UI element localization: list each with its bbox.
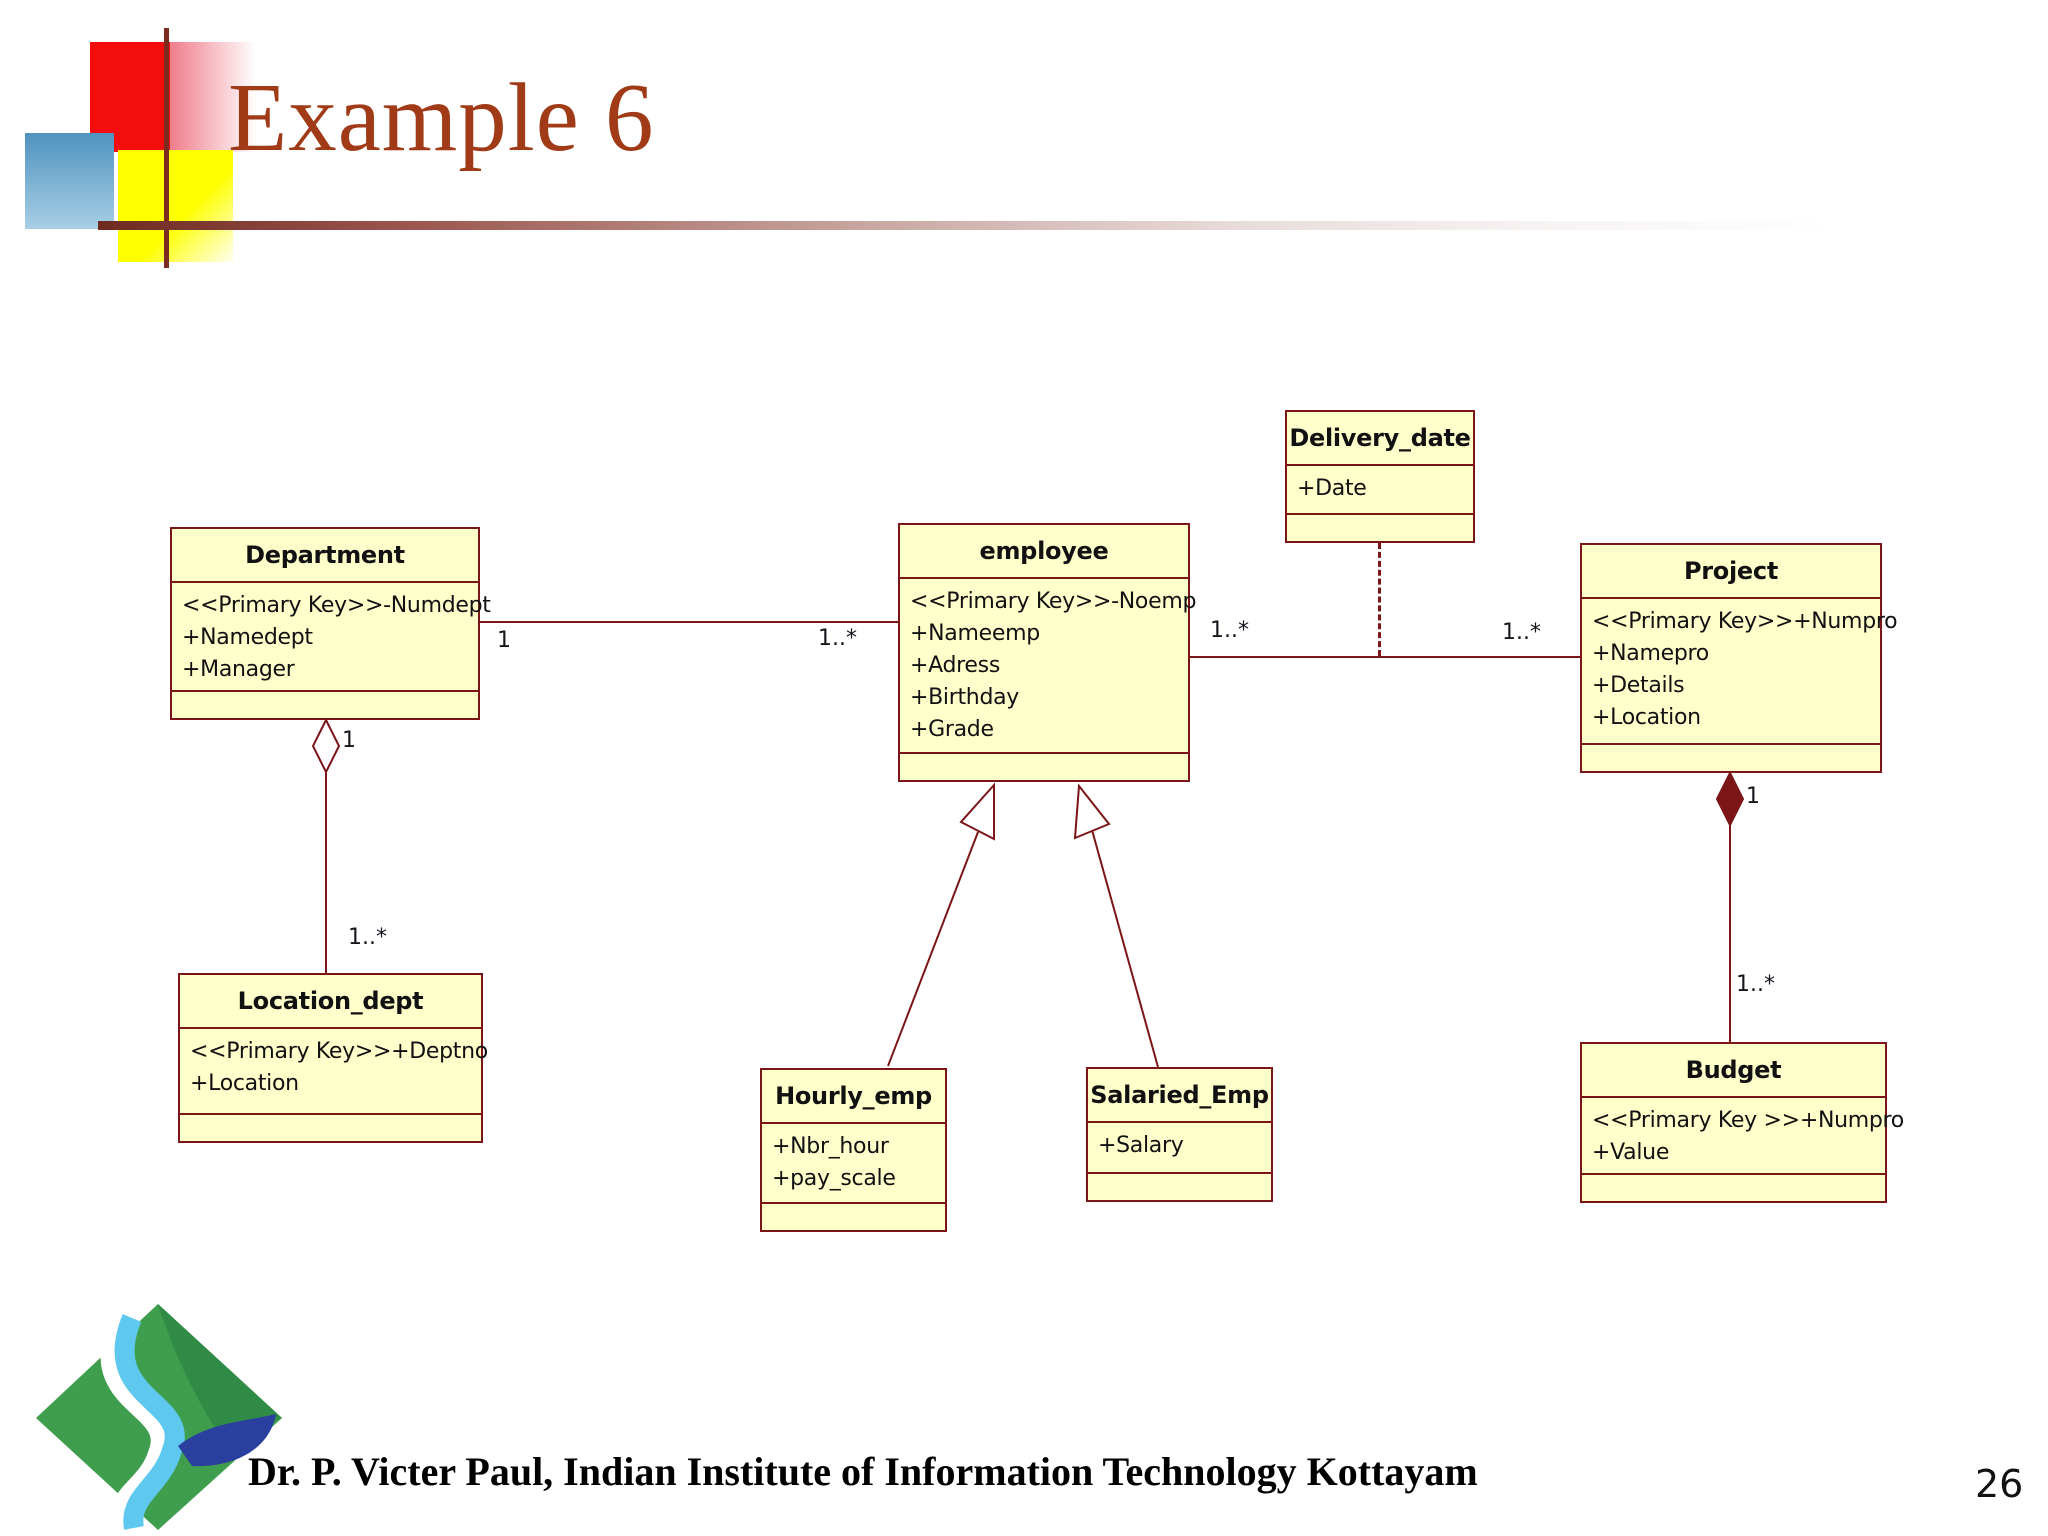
multiplicity-label: 1..* <box>1736 972 1775 997</box>
logo-river-blue <box>114 1314 185 1530</box>
class-title: Budget <box>1582 1044 1885 1098</box>
attribute: +Nameemp <box>910 621 1040 646</box>
multiplicity-label: 1..* <box>348 925 387 950</box>
decor-vertical-line <box>164 28 169 268</box>
multiplicity-label: 1 <box>1746 784 1760 809</box>
class-attributes: +Date <box>1287 466 1473 513</box>
class-methods-empty <box>900 752 1188 780</box>
composition-project-budget <box>1729 823 1731 1042</box>
attribute: +Location <box>190 1071 299 1096</box>
attribute: +Date <box>1297 476 1367 501</box>
class-title: Salaried_Emp <box>1088 1069 1271 1123</box>
attribute: +Grade <box>910 717 994 742</box>
title-underline-bar <box>98 221 1943 230</box>
multiplicity-label: 1 <box>342 728 356 753</box>
attribute: +Details <box>1592 673 1685 698</box>
class-box-salaried-emp: Salaried_Emp +Salary <box>1086 1067 1273 1202</box>
decor-yellow-square <box>118 150 233 262</box>
logo-diamond-shade <box>158 1304 282 1442</box>
footer-credit: Dr. P. Victer Paul, Indian Institute of … <box>248 1449 1478 1494</box>
decor-blue-square <box>25 133 114 229</box>
class-attributes: +Salary <box>1088 1123 1271 1172</box>
page-number: 26 <box>1975 1462 2024 1506</box>
class-box-budget: Budget <<Primary Key >>+Numpro +Value <box>1580 1042 1904 1203</box>
class-attributes: <<Primary Key>>-Numdept +Namedept +Manag… <box>172 583 491 690</box>
class-title: Project <box>1582 545 1880 599</box>
attribute: <<Primary Key>>-Numdept <box>182 593 491 618</box>
aggregation-diamond-icon <box>311 717 341 775</box>
generalization-line-hourly <box>887 831 979 1067</box>
class-attributes: +Nbr_hour +pay_scale <box>762 1124 945 1202</box>
class-box-department: Department <<Primary Key>>-Numdept +Name… <box>170 527 491 720</box>
logo-wave-darkblue <box>178 1414 276 1467</box>
dashed-link-delivery-date <box>1378 543 1381 656</box>
association-department-employee <box>480 621 898 623</box>
attribute: +pay_scale <box>772 1166 896 1191</box>
institute-logo <box>36 1304 282 1530</box>
attribute: +Salary <box>1098 1133 1184 1158</box>
class-title: Department <box>172 529 478 583</box>
multiplicity-label: 1..* <box>1502 620 1541 645</box>
attribute: <<Primary Key>>+Deptno <box>190 1039 488 1064</box>
attribute: <<Primary Key>>+Numpro <box>1592 609 1898 634</box>
logo-river-white <box>100 1319 175 1527</box>
decor-pink-square <box>170 42 256 152</box>
class-title: Hourly_emp <box>762 1070 945 1124</box>
class-methods-empty <box>172 690 478 718</box>
class-box-hourly-emp: Hourly_emp +Nbr_hour +pay_scale <box>760 1068 947 1232</box>
multiplicity-label: 1..* <box>1210 618 1249 643</box>
class-box-location-dept: Location_dept <<Primary Key>>+Deptno +Lo… <box>178 973 488 1143</box>
class-box-project: Project <<Primary Key>>+Numpro +Namepro … <box>1580 543 1898 773</box>
attribute: +Adress <box>910 653 1000 678</box>
generalization-arrow-icon <box>1073 783 1111 840</box>
multiplicity-label: 1..* <box>818 626 857 651</box>
class-attributes: <<Primary Key>>+Deptno +Location <box>180 1029 488 1113</box>
class-methods-empty <box>1582 1173 1885 1201</box>
class-attributes: <<Primary Key>>+Numpro +Namepro +Details… <box>1582 599 1898 743</box>
attribute: +Namedept <box>182 625 313 650</box>
multiplicity-label: 1 <box>497 628 511 653</box>
class-title: Location_dept <box>180 975 481 1029</box>
generalization-arrow-icon <box>959 782 995 841</box>
page-title: Example 6 <box>228 64 655 171</box>
class-methods-empty <box>1582 743 1880 771</box>
class-methods-empty <box>1287 513 1473 541</box>
attribute: +Value <box>1592 1140 1670 1165</box>
class-attributes: <<Primary Key>>-Noemp +Nameemp +Adress +… <box>900 579 1197 752</box>
association-employee-project <box>1190 656 1580 658</box>
attribute: +Manager <box>182 657 295 682</box>
composition-diamond-icon <box>1715 770 1745 828</box>
class-attributes: <<Primary Key >>+Numpro +Value <box>1582 1098 1904 1173</box>
class-title: employee <box>900 525 1188 579</box>
attribute: +Location <box>1592 705 1701 730</box>
class-methods-empty <box>762 1202 945 1230</box>
generalization-line-salaried <box>1091 829 1159 1068</box>
aggregation-department-locationdept <box>325 770 327 973</box>
attribute: +Namepro <box>1592 641 1709 666</box>
attribute: +Nbr_hour <box>772 1134 889 1159</box>
attribute: <<Primary Key>>-Noemp <box>910 589 1197 614</box>
class-methods-empty <box>1088 1172 1271 1200</box>
class-box-employee: employee <<Primary Key>>-Noemp +Nameemp … <box>898 523 1197 782</box>
class-box-delivery-date: Delivery_date +Date <box>1285 410 1475 543</box>
class-methods-empty <box>180 1113 481 1141</box>
class-title: Delivery_date <box>1287 412 1473 466</box>
attribute: <<Primary Key >>+Numpro <box>1592 1108 1904 1133</box>
attribute: +Birthday <box>910 685 1020 710</box>
